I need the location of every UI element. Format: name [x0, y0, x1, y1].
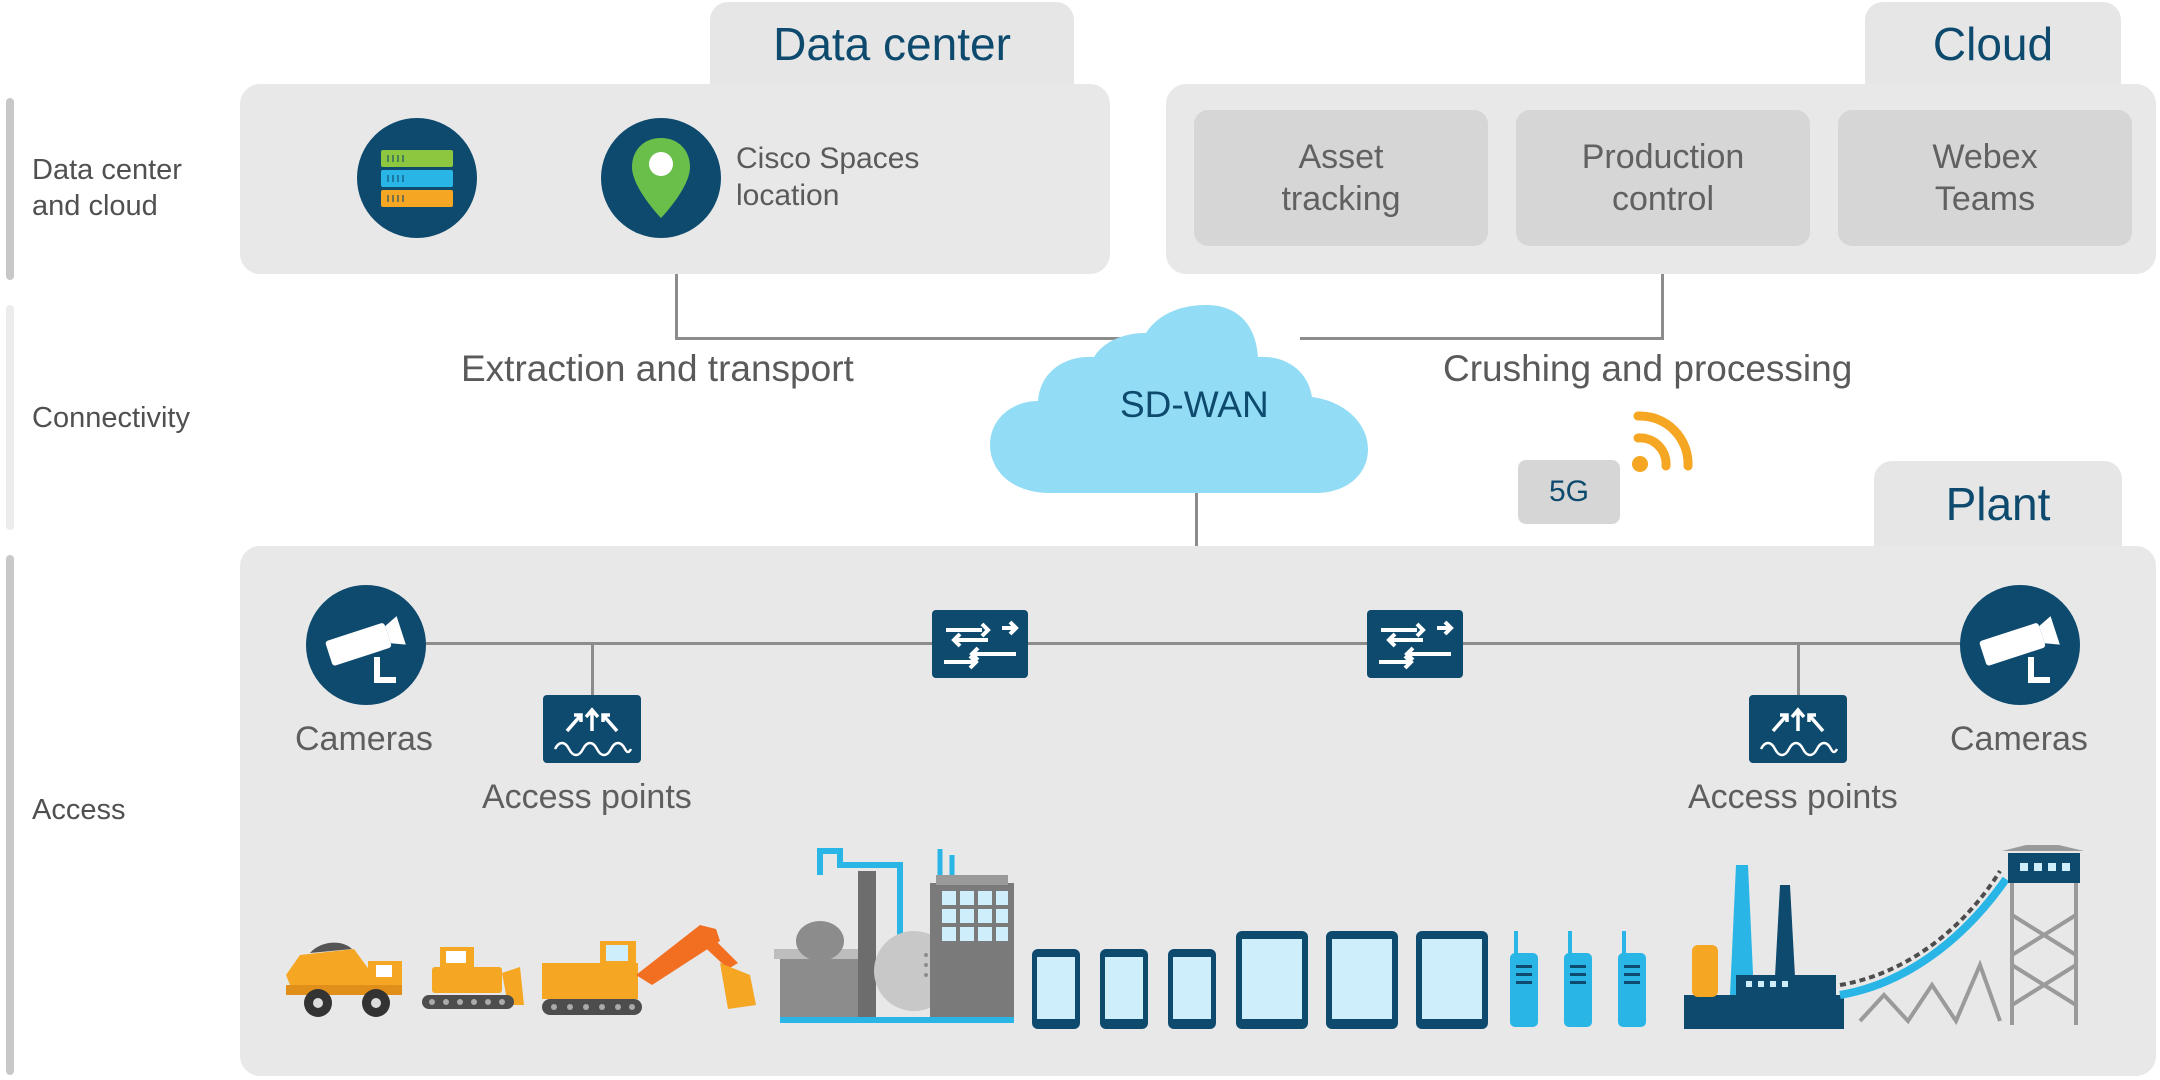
- access-points-right-label: Access points: [1688, 778, 1898, 816]
- app-2-line1: Production: [1581, 138, 1745, 176]
- app-2-line2: control: [1611, 180, 1715, 218]
- cloud-app-asset-tracking: Asset tracking: [1194, 110, 1488, 246]
- app-3-line1: Webex: [1932, 138, 2038, 176]
- sdwan-cloud-icon: [990, 305, 1370, 495]
- row-bar-dc: [6, 98, 14, 280]
- phones-icon: [1032, 949, 1216, 1029]
- cisco-spaces-label: Cisco Spaces location: [736, 140, 919, 214]
- switch-right-icon: [1367, 610, 1463, 678]
- app-3-line2: Teams: [1934, 180, 2036, 218]
- tablets-icon: [1236, 931, 1488, 1029]
- conveyor-tower-icon: [1839, 841, 2084, 1026]
- row-label-dc-cloud: Data center and cloud: [32, 152, 182, 224]
- access-points-left-label: Access points: [482, 778, 692, 816]
- row-label-access: Access: [32, 794, 126, 826]
- crushing-processing-label: Crushing and processing: [1443, 348, 1853, 389]
- row-label-dc-line2: and cloud: [32, 190, 158, 222]
- app-1-line2: tracking: [1281, 180, 1401, 218]
- tab-data-center: Data center: [710, 2, 1074, 86]
- cisco-spaces-line1: Cisco Spaces: [736, 142, 920, 175]
- camera-right-icon: [1960, 585, 2080, 705]
- ap-left-drop: [591, 643, 594, 695]
- row-label-dc-line1: Data center: [32, 154, 182, 186]
- ap-right-drop: [1797, 643, 1800, 695]
- radios-icon: [1510, 931, 1646, 1027]
- access-point-right-icon: [1749, 695, 1847, 763]
- cameras-left-label: Cameras: [295, 720, 433, 758]
- sdwan-label: SD-WAN: [1120, 384, 1269, 425]
- connector-dc-across: [675, 337, 1195, 340]
- crushing-plant-icon: [1684, 865, 1844, 1029]
- processing-plant-icon: [774, 848, 1014, 1023]
- row-bar-connectivity: [6, 305, 14, 530]
- cisco-spaces-line2: location: [736, 179, 840, 212]
- excavator-icon: [542, 925, 756, 1015]
- tab-cloud: Cloud: [1865, 2, 2121, 86]
- tab-plant: Plant: [1874, 461, 2122, 547]
- wireless-signal-icon: [1628, 408, 1698, 486]
- backbone-line: [420, 642, 1966, 645]
- location-pin-icon: [601, 118, 721, 238]
- row-label-connectivity: Connectivity: [32, 402, 190, 434]
- cloud-app-production-control: Production control: [1516, 110, 1810, 246]
- equipment-illustration: [280, 841, 2110, 1035]
- connector-cloud-down: [1661, 274, 1664, 340]
- fiveg-badge: 5G: [1518, 460, 1620, 524]
- app-1-line1: Asset: [1298, 138, 1384, 176]
- bulldozer-icon: [422, 947, 524, 1009]
- connector-dc-down: [675, 274, 678, 340]
- extraction-transport-label: Extraction and transport: [461, 348, 854, 389]
- connector-sdwan-plant: [1195, 490, 1198, 548]
- connector-cloud-across: [1300, 337, 1664, 340]
- dump-truck-icon: [286, 942, 402, 1017]
- access-point-left-icon: [543, 695, 641, 763]
- row-bar-access: [6, 555, 14, 1075]
- server-icon: [357, 118, 477, 238]
- cameras-right-label: Cameras: [1950, 720, 2088, 758]
- camera-left-icon: [306, 585, 426, 705]
- switch-left-icon: [932, 610, 1028, 678]
